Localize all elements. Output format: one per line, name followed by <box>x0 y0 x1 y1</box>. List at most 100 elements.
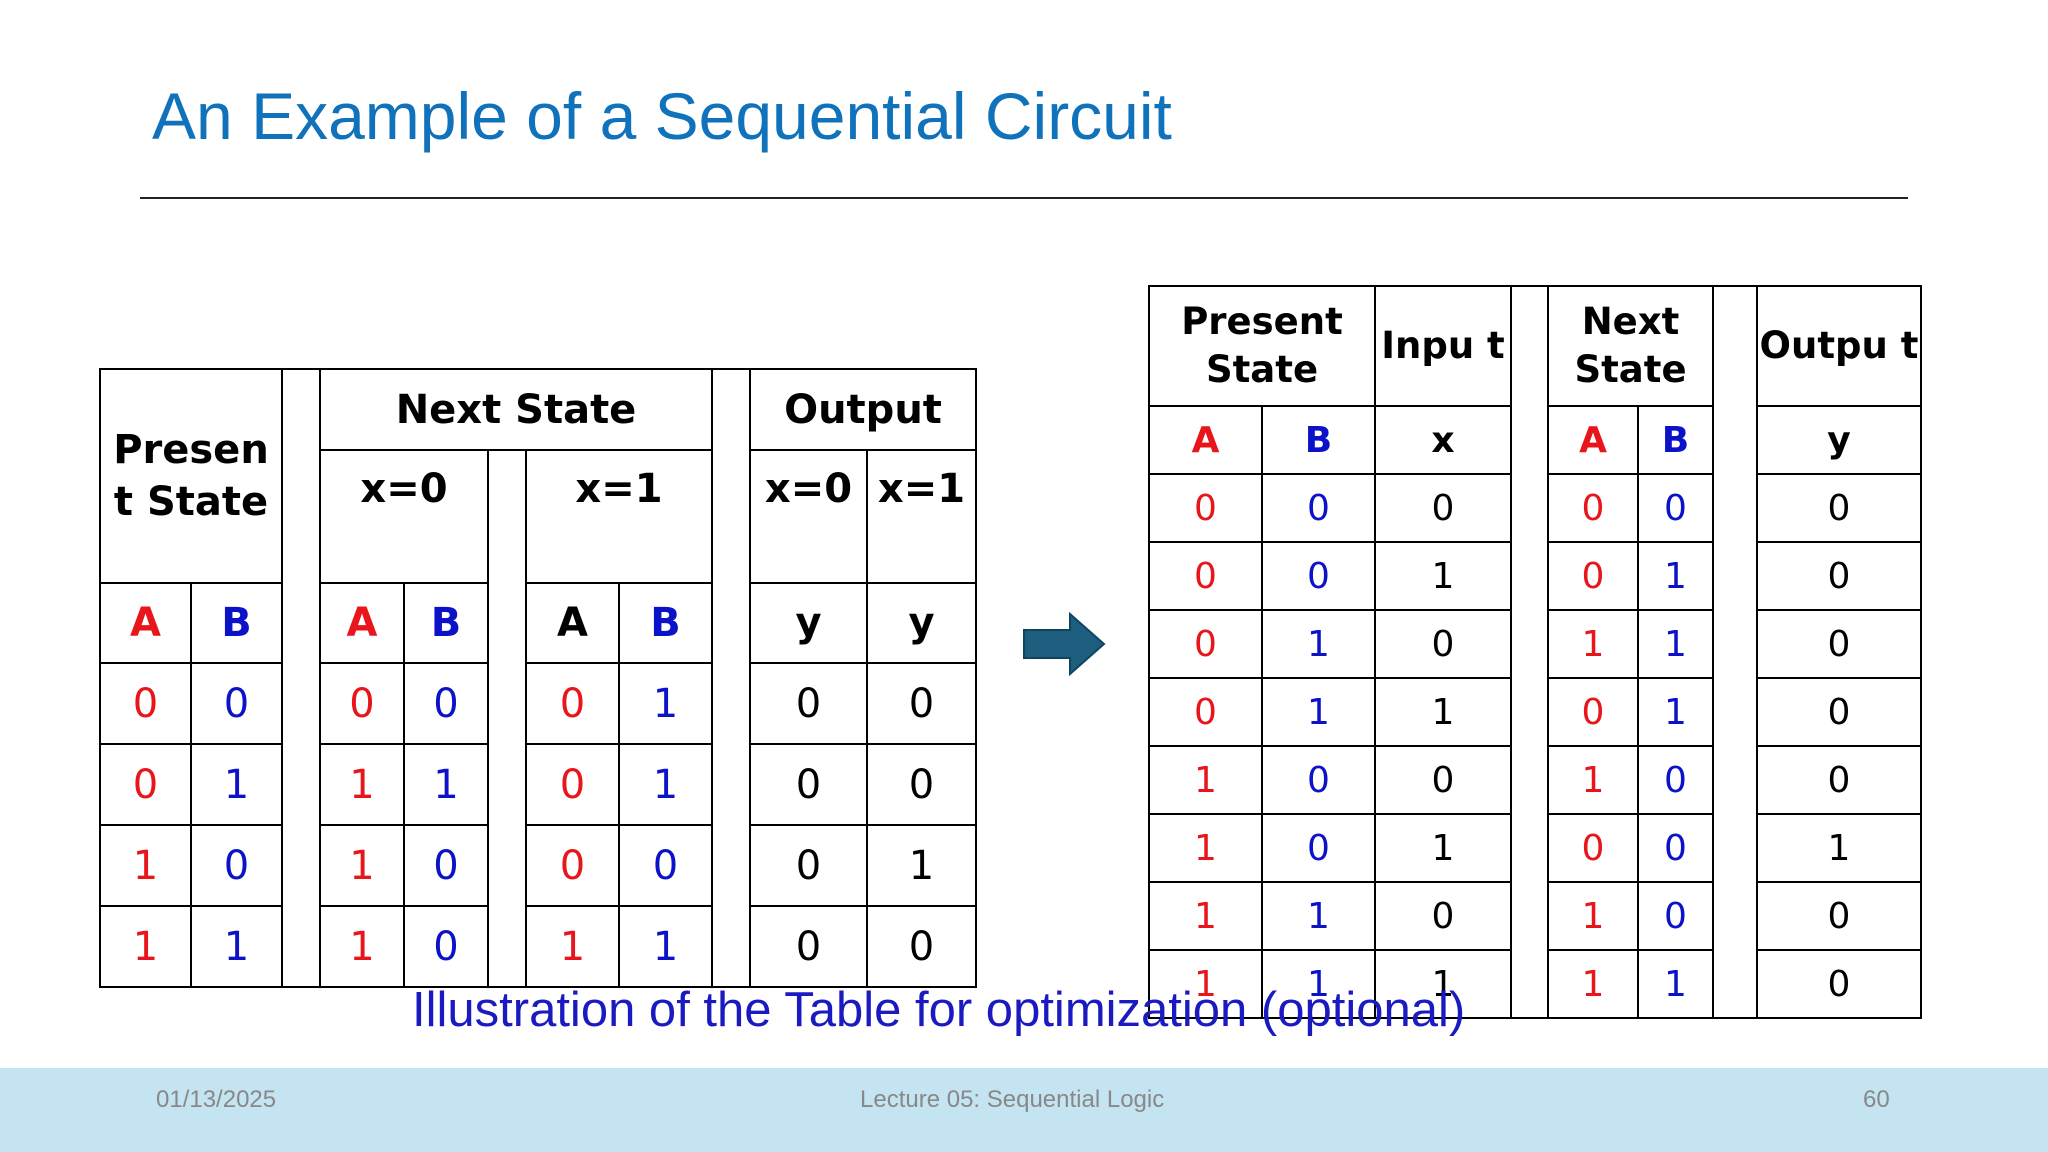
spacer-column <box>711 368 751 988</box>
header-output-y: y <box>1756 405 1922 475</box>
cell-present-a: 1 <box>1148 881 1263 951</box>
cell-next-b: 0 <box>1637 745 1714 815</box>
header-next-b: B <box>1637 405 1714 475</box>
cell-next-x0-b: 0 <box>403 824 489 907</box>
cell-present-a: 0 <box>1148 473 1263 543</box>
cell-present-b: 0 <box>1261 473 1376 543</box>
cell-present-b: 0 <box>190 662 283 745</box>
cell-present-a: 1 <box>1148 813 1263 883</box>
right-arrow-icon <box>1023 612 1106 676</box>
table-row: 1 0 1 0 0 1 <box>1148 813 1922 883</box>
cell-present-b: 0 <box>1261 745 1376 815</box>
cell-output-y: 1 <box>1756 813 1922 883</box>
header-output-x0: x=0 <box>749 449 868 584</box>
cell-next-b: 1 <box>1637 541 1714 611</box>
header-next-x1-a: A <box>525 582 620 664</box>
table-row: 0 1 0 1 1 0 <box>1148 609 1922 679</box>
cell-input-x: 1 <box>1374 541 1512 611</box>
cell-present-a: 1 <box>99 824 192 907</box>
cell-output-y: 0 <box>1756 473 1922 543</box>
cell-next-x1-b: 1 <box>618 662 713 745</box>
table-row: 0 0 1 0 1 0 <box>1148 541 1922 611</box>
header-next-x1-b: B <box>618 582 713 664</box>
cell-next-x1-b: 0 <box>618 824 713 907</box>
table-row: 1 1 0 1 0 0 <box>1148 881 1922 951</box>
cell-present-b: 1 <box>190 743 283 826</box>
state-table-right: Present State Inpu t Next State Outpu t … <box>1148 285 1922 1019</box>
title-divider <box>140 197 1908 199</box>
cell-next-a: 1 <box>1547 609 1639 679</box>
header-next-state: Next State <box>319 368 713 451</box>
slide-title: An Example of a Sequential Circuit <box>152 79 1172 153</box>
footer-lecture-title: Lecture 05: Sequential Logic <box>860 1086 1165 1113</box>
cell-next-x0-b: 0 <box>403 905 489 988</box>
cell-next-x1-a: 0 <box>525 824 620 907</box>
table-row: 1 1 1 1 1 0 <box>1148 949 1922 1019</box>
cell-present-b: 1 <box>1261 609 1376 679</box>
cell-present-b: 0 <box>190 824 283 907</box>
table-row: 1 1 1 0 1 1 0 0 <box>99 905 977 988</box>
table-row: 0 0 0 0 0 1 0 0 <box>99 662 977 745</box>
header-next-x0-a: A <box>319 582 405 664</box>
header-next-state: Next State <box>1547 285 1714 407</box>
header-next-x0: x=0 <box>319 449 489 584</box>
cell-input-x: 0 <box>1374 881 1512 951</box>
header-next-x1: x=1 <box>525 449 713 584</box>
cell-output-y: 0 <box>1756 541 1922 611</box>
cell-present-b: 0 <box>1261 813 1376 883</box>
cell-output-y: 0 <box>1756 677 1922 747</box>
cell-next-x0-a: 0 <box>319 662 405 745</box>
cell-output-y: 0 <box>1756 745 1922 815</box>
cell-next-a: 0 <box>1547 677 1639 747</box>
cell-present-b: 1 <box>1261 881 1376 951</box>
cell-next-b: 1 <box>1637 609 1714 679</box>
cell-next-a: 0 <box>1547 473 1639 543</box>
cell-present-b: 1 <box>1261 677 1376 747</box>
header-present-b: B <box>190 582 283 664</box>
state-table-left: Presen t State Next State Output x=0 x=1… <box>99 368 977 988</box>
slide-caption: Illustration of the Table for optimizati… <box>412 983 1466 1037</box>
cell-present-a: 0 <box>99 743 192 826</box>
header-present-b: B <box>1261 405 1376 475</box>
cell-output-x0: 0 <box>749 905 868 988</box>
spacer-column <box>1510 285 1549 1019</box>
cell-input-x: 1 <box>1374 677 1512 747</box>
cell-next-x1-b: 1 <box>618 905 713 988</box>
table-row: 0 1 1 1 0 1 0 0 <box>99 743 977 826</box>
header-output-y-x1: y <box>866 582 977 664</box>
footer-bar: 01/13/2025 Lecture 05: Sequential Logic … <box>0 1068 2048 1152</box>
cell-present-a: 1 <box>99 905 192 988</box>
cell-present-b: 0 <box>1261 541 1376 611</box>
cell-input-x: 0 <box>1374 609 1512 679</box>
cell-output-x1: 1 <box>866 824 977 907</box>
header-output: Outpu t <box>1756 285 1922 407</box>
cell-next-x0-b: 1 <box>403 743 489 826</box>
cell-present-a: 1 <box>1148 949 1263 1019</box>
cell-output-x0: 0 <box>749 743 868 826</box>
cell-next-b: 0 <box>1637 813 1714 883</box>
cell-present-b: 1 <box>190 905 283 988</box>
cell-next-a: 1 <box>1547 745 1639 815</box>
header-input-x: x <box>1374 405 1512 475</box>
cell-present-b: 1 <box>1261 949 1376 1019</box>
cell-input-x: 0 <box>1374 745 1512 815</box>
header-output-x1: x=1 <box>866 449 977 584</box>
table-row: 1 0 0 1 0 0 <box>1148 745 1922 815</box>
cell-output-y: 0 <box>1756 609 1922 679</box>
header-present-a: A <box>1148 405 1263 475</box>
header-present-state: Present State <box>1148 285 1376 407</box>
cell-input-x: 1 <box>1374 813 1512 883</box>
cell-next-a: 1 <box>1547 949 1639 1019</box>
cell-next-x1-a: 0 <box>525 743 620 826</box>
cell-output-y: 0 <box>1756 949 1922 1019</box>
cell-next-x1-a: 0 <box>525 662 620 745</box>
cell-output-x1: 0 <box>866 662 977 745</box>
footer-page-number: 60 <box>1863 1086 1890 1113</box>
spacer-column <box>487 449 527 988</box>
header-output: Output <box>749 368 977 451</box>
cell-output-x1: 0 <box>866 743 977 826</box>
cell-next-b: 1 <box>1637 677 1714 747</box>
cell-next-x1-b: 1 <box>618 743 713 826</box>
cell-next-x0-a: 1 <box>319 743 405 826</box>
cell-next-a: 0 <box>1547 541 1639 611</box>
